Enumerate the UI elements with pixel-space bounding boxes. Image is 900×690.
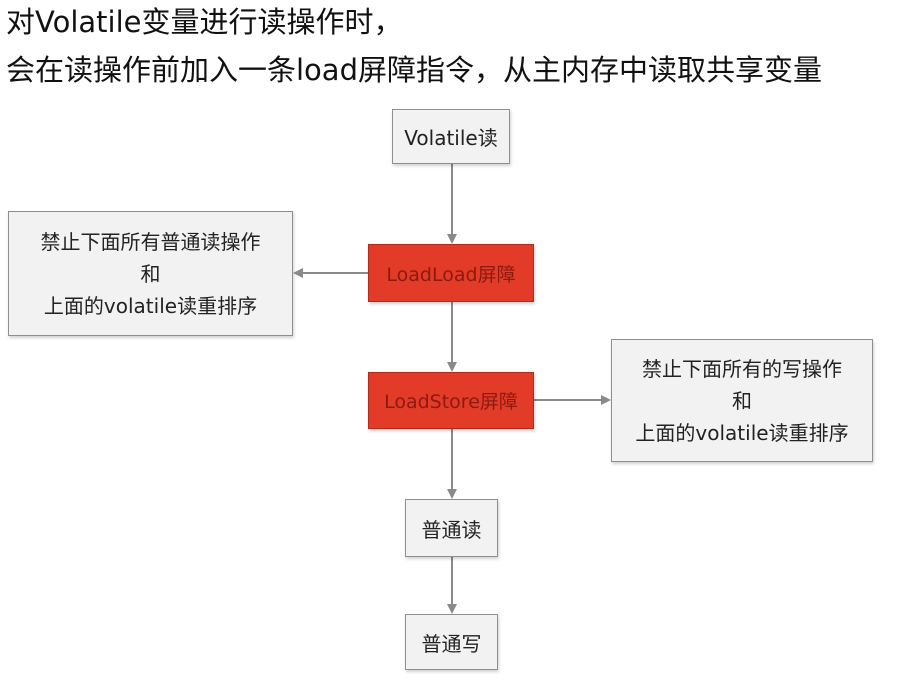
volatile-read-node: Volatile读 <box>392 109 510 164</box>
loadload-note-line-2: 和 <box>140 261 161 286</box>
normal-write-node: 普通写 <box>405 614 498 670</box>
loadstore-note-line-1: 禁止下面所有的写操作 <box>642 356 842 381</box>
heading-line-1: 对Volatile变量进行读操作时， <box>6 5 403 39</box>
loadload-barrier-label: LoadLoad屏障 <box>386 263 516 286</box>
heading-line-2: 会在读操作前加入一条load屏障指令，从主内存中读取共享变量 <box>6 53 822 87</box>
normal-read-label: 普通读 <box>421 517 482 542</box>
loadload-barrier-node: LoadLoad屏障 <box>368 244 534 302</box>
loadstore-barrier-node: LoadStore屏障 <box>368 372 534 429</box>
loadstore-note-line-2: 和 <box>732 388 752 413</box>
loadstore-note-line-3: 上面的volatile读重排序 <box>635 420 849 445</box>
loadstore-barrier-label: LoadStore屏障 <box>384 391 518 413</box>
loadstore-note-box: 禁止下面所有的写操作 和 上面的volatile读重排序 <box>611 339 873 462</box>
loadload-note-line-3: 上面的volatile读重排序 <box>43 293 258 318</box>
loadload-note-box: 禁止下面所有普通读操作 和 上面的volatile读重排序 <box>8 211 293 336</box>
volatile-read-label: Volatile读 <box>404 126 498 150</box>
normal-write-label: 普通写 <box>421 631 482 656</box>
loadload-note-line-1: 禁止下面所有普通读操作 <box>40 229 261 254</box>
normal-read-node: 普通读 <box>405 499 498 557</box>
